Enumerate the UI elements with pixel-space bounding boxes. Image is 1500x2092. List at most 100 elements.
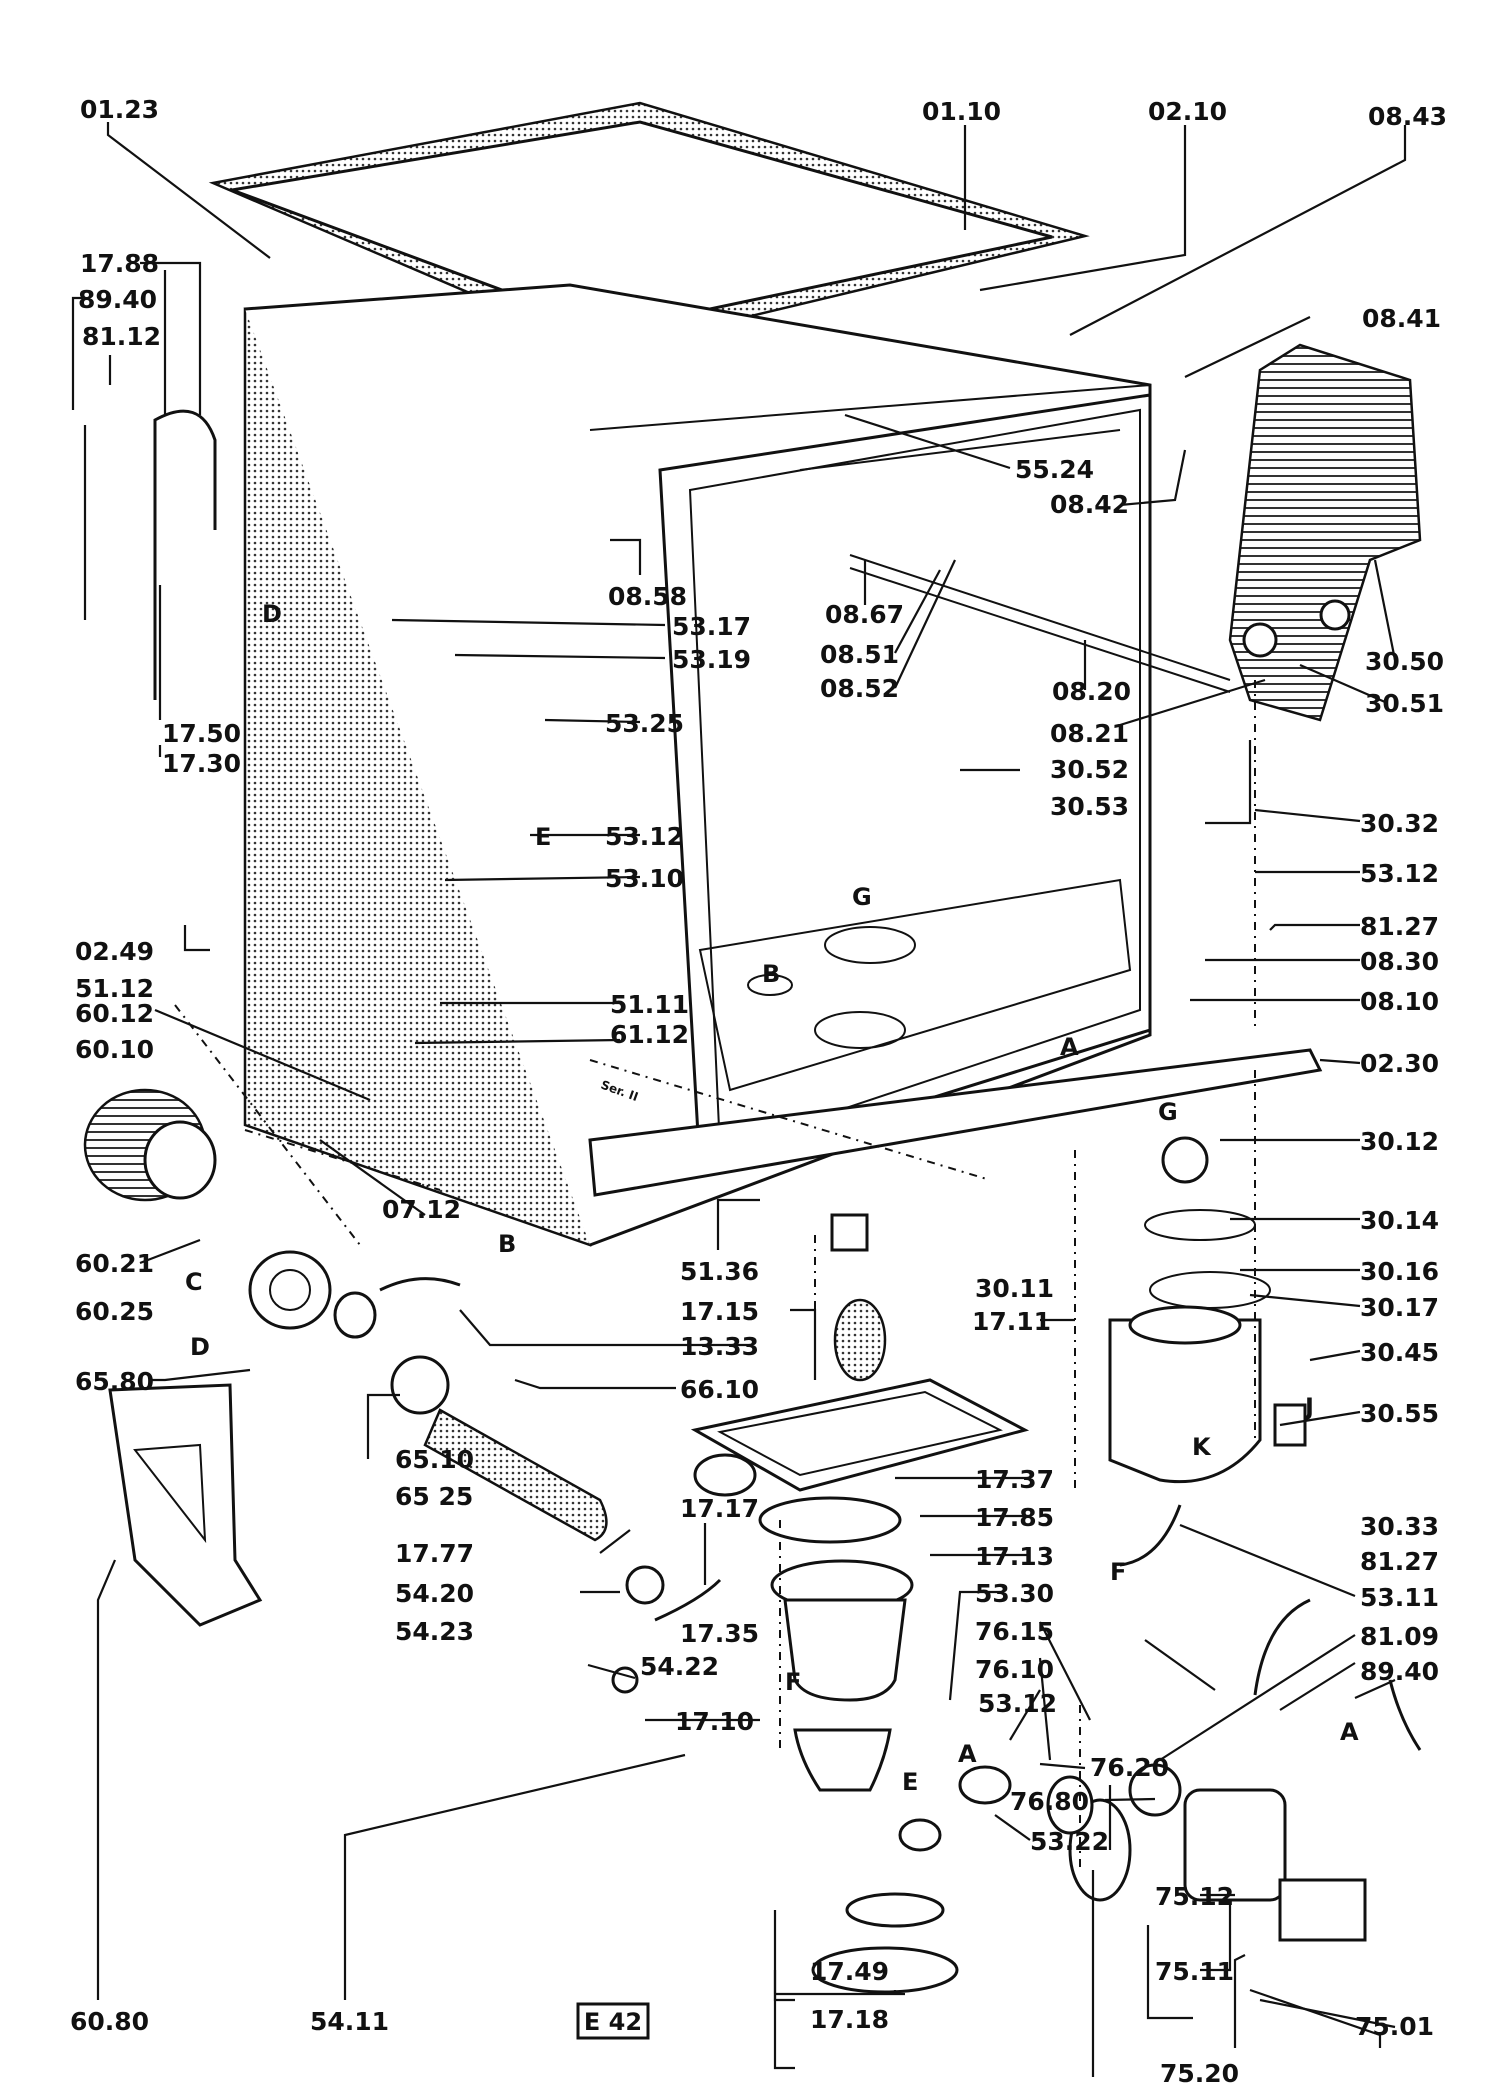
part-label: 30.11 xyxy=(975,1274,1054,1303)
part-label: 30.52 xyxy=(1050,755,1129,784)
part-label: 66.10 xyxy=(680,1375,759,1404)
part-label: 55.24 xyxy=(1015,455,1094,484)
dispenser-panel xyxy=(1228,343,1422,722)
worktop xyxy=(208,101,1090,353)
connector-letter: B xyxy=(762,960,780,988)
part-label: 65.10 xyxy=(395,1445,474,1474)
part-label: 75.01 xyxy=(1355,2012,1434,2041)
part-label: 08.43 xyxy=(1368,102,1447,131)
wash-pump-motor xyxy=(83,1088,608,1542)
part-label: 60.21 xyxy=(75,1249,154,1278)
part-label: 17.18 xyxy=(810,2005,889,2034)
part-label: 53.12 xyxy=(605,822,684,851)
part-label: 76.20 xyxy=(1090,1753,1169,1782)
part-label: 30.51 xyxy=(1365,689,1444,718)
part-label: 53.12 xyxy=(978,1689,1057,1718)
part-label: 30.12 xyxy=(1360,1127,1439,1156)
part-label: 30.55 xyxy=(1360,1399,1439,1428)
part-label: 76.15 xyxy=(975,1617,1054,1646)
part-label: 17.11 xyxy=(972,1307,1051,1336)
hoses xyxy=(83,270,1422,1852)
part-label: 17.50 xyxy=(162,719,241,748)
part-label: 08.67 xyxy=(825,600,904,629)
part-label: 30.16 xyxy=(1360,1257,1439,1286)
part-label: 75.11 xyxy=(1155,1957,1234,1986)
connector-letter: C xyxy=(185,1268,203,1296)
part-label: 17.37 xyxy=(975,1465,1054,1494)
part-label: 17.30 xyxy=(162,749,241,778)
connector-letter: G xyxy=(1158,1098,1178,1126)
water-softener xyxy=(1108,1136,1307,1484)
connector-letters: A A A B B C D D E E F F G G J K xyxy=(185,600,1359,1796)
part-label: 08.51 xyxy=(820,640,899,669)
part-label: 02.10 xyxy=(1148,97,1227,126)
part-label: 65.80 xyxy=(75,1367,154,1396)
part-label: 17.17 xyxy=(680,1494,759,1523)
part-label: 51.11 xyxy=(610,990,689,1019)
part-label: 08.52 xyxy=(820,674,899,703)
part-label: 60.12 xyxy=(75,999,154,1028)
part-label: 89.40 xyxy=(78,285,157,314)
part-label: 07.12 xyxy=(382,1195,461,1224)
diagram-code-box: E 42 xyxy=(576,2002,650,2040)
connector-letter: F xyxy=(785,1668,801,1696)
connector-letter: E xyxy=(902,1768,918,1796)
part-label: 30.50 xyxy=(1365,647,1444,676)
part-label: 08.30 xyxy=(1360,947,1439,976)
part-label: 54.20 xyxy=(395,1579,474,1608)
part-label: 30.33 xyxy=(1360,1512,1439,1541)
part-label: 75.12 xyxy=(1155,1882,1234,1911)
motor-bracket xyxy=(108,1383,263,1627)
part-label: 53.12 xyxy=(1360,859,1439,888)
part-label: 53.30 xyxy=(975,1579,1054,1608)
part-label: 53.17 xyxy=(672,612,751,641)
part-label: 51.36 xyxy=(680,1257,759,1286)
part-label: 81.12 xyxy=(82,322,161,351)
connector-letter: F xyxy=(1110,1558,1126,1586)
connector-letter: D xyxy=(262,600,282,628)
part-label: 60.25 xyxy=(75,1297,154,1326)
part-label: 81.09 xyxy=(1360,1622,1439,1651)
part-label: 53.25 xyxy=(605,709,684,738)
connector-letter: E xyxy=(535,823,551,851)
part-label: 76.80 xyxy=(1010,1787,1089,1816)
part-label: 08.42 xyxy=(1050,490,1129,519)
part-label: 81.27 xyxy=(1360,1547,1439,1576)
part-label: 75.20 xyxy=(1160,2059,1239,2088)
part-label: 17.13 xyxy=(975,1542,1054,1571)
part-label: 08.41 xyxy=(1362,304,1441,333)
part-label: 51.12 xyxy=(75,974,154,1003)
part-label: 60.10 xyxy=(75,1035,154,1064)
part-label: 30.32 xyxy=(1360,809,1439,838)
connector-letter: J xyxy=(1303,1393,1314,1421)
part-label: 13.33 xyxy=(680,1332,759,1361)
part-label: 54.23 xyxy=(395,1617,474,1646)
part-label: 61.12 xyxy=(610,1020,689,1049)
part-label: 17.77 xyxy=(395,1539,474,1568)
part-label: 54.11 xyxy=(310,2007,389,2036)
part-label: 17.10 xyxy=(675,1707,754,1736)
sump-assembly xyxy=(690,1213,1030,1994)
part-label: 53.22 xyxy=(1030,1827,1109,1856)
part-labels: 01.23 01.10 02.10 08.43 17.88 89.40 81.1… xyxy=(70,95,1447,2088)
part-label: 08.20 xyxy=(1052,677,1131,706)
part-label: 65 25 xyxy=(395,1482,473,1511)
part-label: 08.10 xyxy=(1360,987,1439,1016)
cabinet-body xyxy=(244,283,1323,1247)
part-label: 30.14 xyxy=(1360,1206,1439,1235)
part-label: 08.21 xyxy=(1050,719,1129,748)
connector-letter: K xyxy=(1192,1433,1212,1461)
part-label: 08.58 xyxy=(608,582,687,611)
part-label: 30.53 xyxy=(1050,792,1129,821)
part-label: 17.88 xyxy=(80,249,159,278)
connector-letter: D xyxy=(190,1333,210,1361)
leader-lines xyxy=(71,122,1407,2077)
part-label: 89.40 xyxy=(1360,1657,1439,1686)
part-label: 76.10 xyxy=(975,1655,1054,1684)
drain-pump xyxy=(1068,1788,1367,1942)
part-label: 60.80 xyxy=(70,2007,149,2036)
part-label: 30.45 xyxy=(1360,1338,1439,1367)
connector-letter: B xyxy=(498,1230,516,1258)
connector-letter: G xyxy=(852,883,872,911)
